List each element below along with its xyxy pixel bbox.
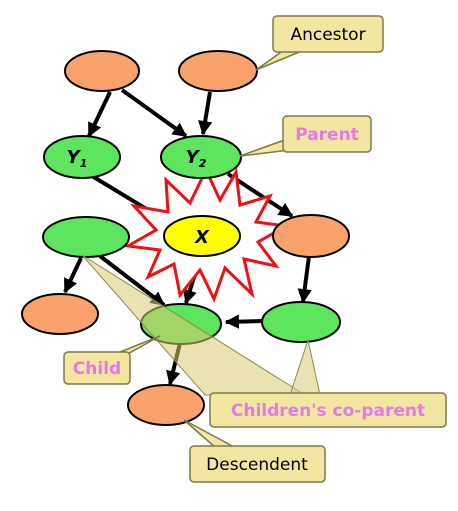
callout-descendent: Descendent bbox=[183, 419, 326, 483]
edge-a2-y2 bbox=[198, 91, 213, 136]
callout-ancestor-box bbox=[272, 15, 384, 53]
coparent-wedge-right bbox=[289, 338, 321, 396]
callout-coparent-box bbox=[209, 392, 447, 428]
callout-child: Child bbox=[63, 335, 161, 385]
edge-left-child bbox=[98, 254, 166, 307]
edge-left-leaf bbox=[63, 257, 83, 294]
node-left-green bbox=[42, 216, 130, 258]
node-y2 bbox=[160, 135, 242, 179]
node-x bbox=[163, 215, 241, 257]
edge-coparent-green bbox=[297, 255, 312, 304]
callout-parent: Parent bbox=[239, 115, 372, 157]
callout-ancestor-pointer bbox=[255, 49, 305, 71]
node-coparent-green bbox=[261, 301, 341, 343]
edge-a1-y1 bbox=[87, 91, 112, 138]
ancestor-node-left bbox=[64, 50, 140, 92]
edge-y2-coparent bbox=[226, 172, 294, 218]
callout-child-text: Child bbox=[73, 359, 121, 379]
edge-a1-y2 bbox=[120, 88, 188, 138]
edge-coparent-child bbox=[224, 314, 265, 329]
callout-descendent-text: Descendent bbox=[206, 455, 308, 475]
node-left-leaf bbox=[21, 293, 99, 335]
node-descendent bbox=[127, 384, 205, 426]
callout-descendent-box bbox=[189, 445, 326, 483]
callout-coparent: Children's co-parent bbox=[209, 392, 447, 428]
callout-child-box bbox=[63, 351, 131, 385]
node-y2-label: Y2 bbox=[186, 147, 207, 170]
callout-ancestor-text: Ancestor bbox=[290, 25, 365, 45]
nodes bbox=[21, 50, 350, 426]
node-y1-label: Y1 bbox=[67, 147, 88, 170]
callout-parent-box bbox=[282, 115, 372, 153]
callout-coparent-text: Children's co-parent bbox=[231, 401, 425, 421]
callout-ancestor: Ancestor bbox=[255, 15, 384, 71]
node-y1 bbox=[43, 135, 121, 179]
ancestor-node-right bbox=[178, 50, 258, 92]
node-x-label: X bbox=[194, 227, 210, 248]
callout-parent-text: Parent bbox=[295, 125, 359, 145]
node-coparent-orange bbox=[272, 214, 350, 258]
